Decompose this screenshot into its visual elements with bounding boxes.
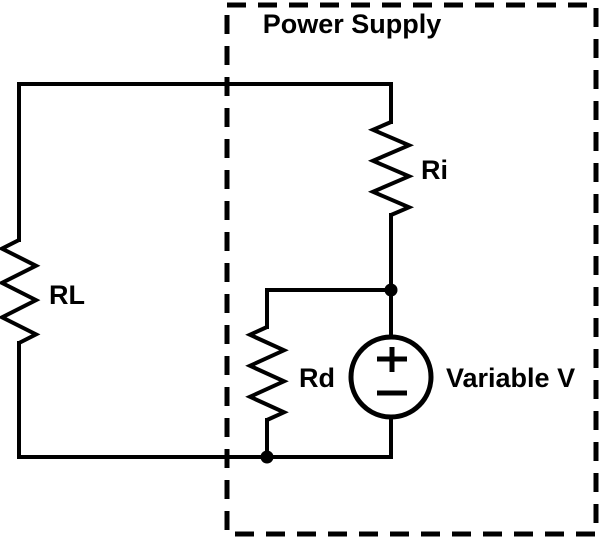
resistor-rl-symbol	[0, 238, 41, 345]
resistor-rd-label: Rd	[299, 363, 335, 393]
resistor-rd-symbol	[245, 325, 289, 422]
voltage-source-label: Variable V	[446, 363, 575, 393]
resistor-ri-label: Ri	[421, 155, 448, 185]
power-supply-boundary-box	[224, 2, 599, 537]
plus-sign-icon	[377, 347, 407, 372]
power-supply-title: Power Supply	[263, 9, 442, 39]
junction-dot-top	[384, 283, 398, 297]
resistor-rl-label: RL	[49, 280, 85, 310]
junction-dot-bottom	[260, 450, 274, 464]
resistor-ri-symbol	[367, 120, 415, 217]
